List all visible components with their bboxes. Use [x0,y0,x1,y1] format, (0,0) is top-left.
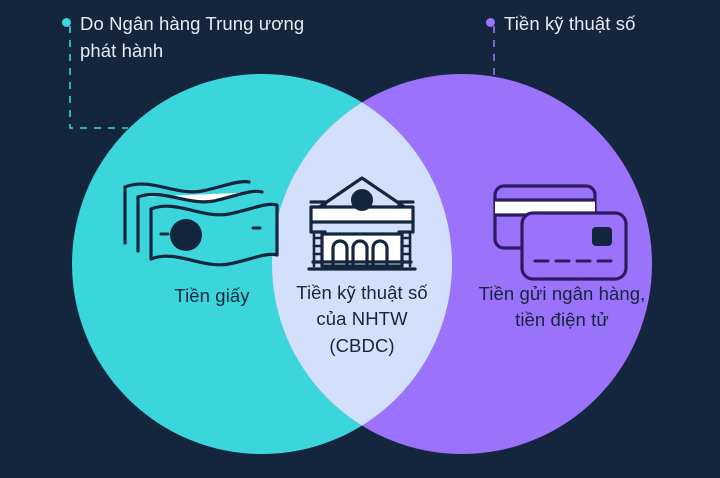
credit-cards-icon [493,184,628,281]
overlap-region-shape [272,74,452,454]
left-leader-line [69,26,128,129]
right-circle-label: Tiền gửi ngân hàng, tiền điện tử [478,283,646,331]
bank-building-icon [307,176,417,271]
overlap-label: Tiền kỹ thuật số của NHTW (CBDC) [296,282,428,356]
callout-right-dot [486,18,495,27]
callout-left: Do Ngân hàng Trung ương phát hành [62,10,304,64]
banknotes-icon [123,180,279,267]
callout-left-label: Do Ngân hàng Trung ương phát hành [80,13,305,61]
callout-right: Tiền kỹ thuật số [486,10,636,37]
callout-right-label: Tiền kỹ thuật số [504,13,636,34]
callout-left-dot [62,18,71,27]
left-circle-label: Tiền giấy [174,285,250,306]
